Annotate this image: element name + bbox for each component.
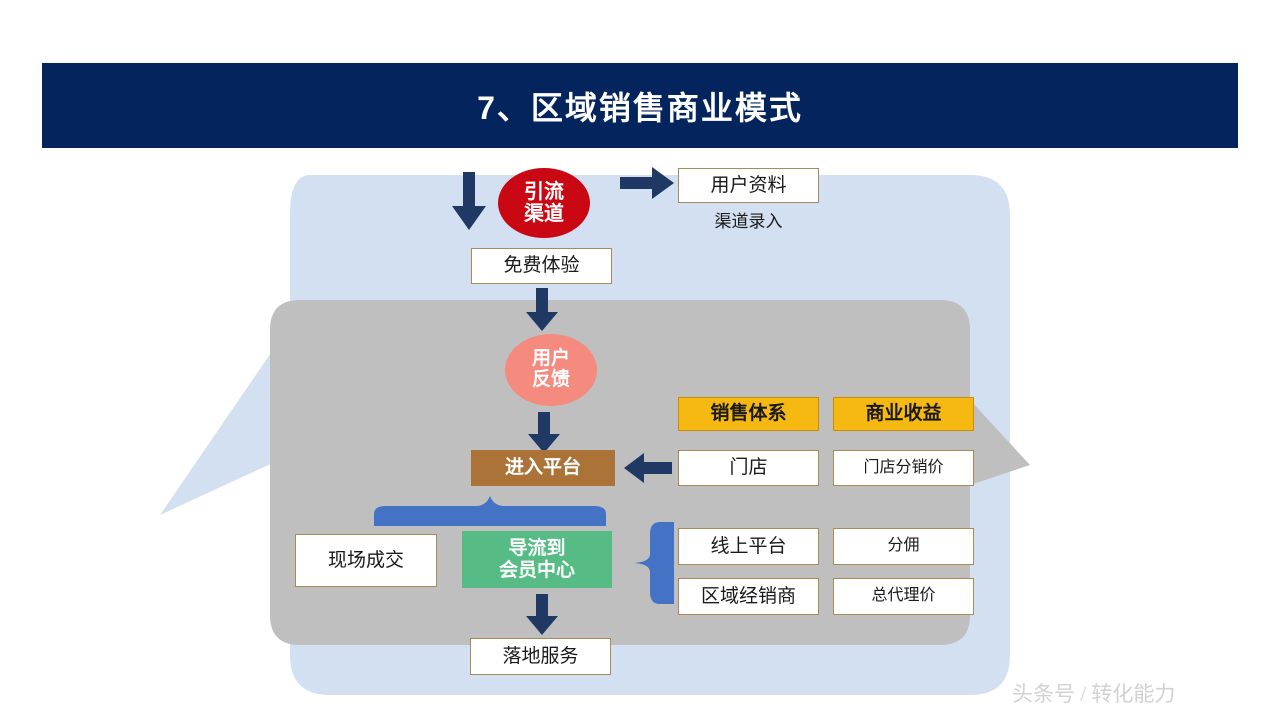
matrix-header-sales-system[interactable]: 销售体系: [678, 397, 819, 431]
node-guide-to-member-center[interactable]: 导流到 会员中心: [462, 531, 612, 588]
matrix-cell-commission[interactable]: 分佣: [833, 528, 974, 565]
arrow-down-to-channel-icon: [452, 172, 486, 230]
matrix-header-business-revenue[interactable]: 商业收益: [833, 397, 974, 431]
watermark: 头条号 / 转化能力: [1012, 682, 1176, 706]
node-guide-line2: 会员中心: [498, 559, 575, 581]
slide-title-bar: 7、区域销售商业模式: [42, 63, 1238, 148]
arrow-down-to-feedback-icon: [526, 288, 558, 331]
node-enter-platform[interactable]: 进入平台: [471, 450, 615, 486]
matrix-cell-online-platform[interactable]: 线上平台: [678, 528, 819, 565]
matrix-cell-store[interactable]: 门店: [678, 450, 819, 486]
brace-vertical-icon: [634, 522, 674, 604]
label-channel-entry: 渠道录入: [714, 212, 783, 232]
arrow-down-to-platform-icon: [528, 412, 560, 453]
node-free-trial[interactable]: 免费体验: [471, 248, 612, 284]
arrow-down-to-landing-icon: [526, 594, 558, 635]
node-user-feedback[interactable]: 用户 反馈: [505, 334, 597, 406]
node-landing-service[interactable]: 落地服务: [470, 638, 611, 675]
brace-horizontal-icon: [374, 496, 606, 526]
node-user-feedback-line1: 用户: [531, 348, 570, 370]
node-user-feedback-line2: 反馈: [531, 369, 570, 390]
node-traffic-channel-line2: 渠道: [524, 203, 564, 225]
node-user-profile[interactable]: 用户资料: [678, 168, 819, 203]
node-traffic-channel[interactable]: 引流 渠道: [498, 168, 590, 238]
node-onsite-deal[interactable]: 现场成交: [295, 534, 437, 587]
matrix-cell-store-price[interactable]: 门店分销价: [833, 450, 974, 486]
arrow-left-to-platform-icon: [624, 453, 672, 483]
page-title: 7、区域销售商业模式: [477, 89, 803, 126]
matrix-cell-agency-price[interactable]: 总代理价: [833, 578, 974, 615]
node-guide-line1: 导流到: [508, 537, 566, 559]
arrow-right-to-profile-icon: [620, 167, 674, 199]
node-traffic-channel-line1: 引流: [524, 181, 564, 203]
matrix-cell-regional-dealer[interactable]: 区域经销商: [678, 578, 819, 615]
